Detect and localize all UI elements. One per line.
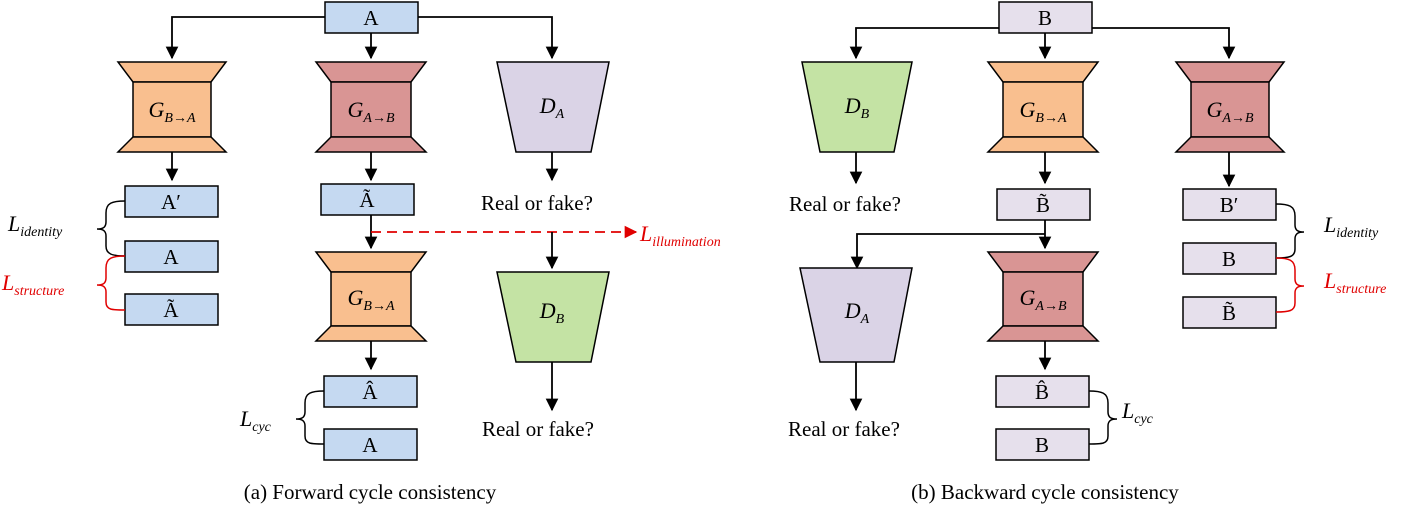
b-real-or-fake-2: Real or fake?	[788, 417, 900, 441]
loss-structure-forward: Lstructure	[1, 270, 64, 299]
structure-brace	[96, 255, 126, 311]
translated-a-left-box	[124, 293, 219, 326]
translated-a-left-label: Ã	[163, 298, 179, 322]
input-b-box	[998, 1, 1093, 34]
cycle-original-b-box	[995, 428, 1090, 461]
discriminator-a-backward: DA	[799, 267, 913, 363]
bdisc1-label: DB	[844, 93, 870, 122]
discriminator-b-backward: DB	[801, 61, 913, 153]
generator-a-to-b-backward-mid: GA→B	[986, 251, 1100, 342]
original-a-label: A	[163, 245, 179, 269]
loss-structure-backward: Lstructure	[1323, 268, 1386, 297]
disc1-label: DA	[539, 93, 565, 122]
translated-b-mid-box	[996, 188, 1091, 221]
original-b-label: B	[1222, 247, 1236, 271]
generator-b-to-a-2: GB→A	[314, 251, 428, 342]
loss-identity-backward: Lidentity	[1323, 212, 1379, 241]
translated-a-mid-box	[320, 183, 415, 216]
backward-panel: B DB GB→A GA→B Real or fake? B̃	[788, 1, 1386, 504]
identity-brace	[96, 200, 126, 257]
gen1-label: GB→A	[149, 97, 196, 126]
reconstructed-a-box	[323, 375, 418, 408]
bgen3-label: GA→B	[1207, 97, 1254, 126]
b-real-or-fake-1: Real or fake?	[789, 192, 901, 216]
cycle-original-b-label: B	[1035, 433, 1049, 457]
translated-a-mid-label: Ã	[359, 188, 375, 212]
original-a-box	[124, 240, 219, 273]
translated-b-right-label: B̃	[1222, 301, 1236, 325]
structure-brace-backward	[1275, 257, 1305, 313]
identity-b-box	[1182, 188, 1277, 221]
generator-b-to-a-backward: GB→A	[986, 61, 1100, 153]
translated-b-mid-label: B̃	[1036, 193, 1050, 217]
forward-caption: (a) Forward cycle consistency	[244, 480, 497, 504]
arrow-b-to-gen3	[1092, 27, 1236, 60]
arrow-translated-b-to-disc2	[850, 233, 1045, 270]
input-a-label: A	[363, 6, 379, 30]
loss-cyc-backward: Lcyc	[1121, 398, 1154, 427]
reconstructed-b-box	[995, 375, 1090, 408]
bgen1-label: GB→A	[1020, 97, 1067, 126]
input-b-label: B	[1038, 6, 1052, 30]
generator-a-to-b-backward-right: GA→B	[1174, 61, 1286, 153]
bgen2-label: GA→B	[1020, 285, 1067, 314]
identity-output-label: A′	[161, 190, 181, 214]
discriminator-b: DB	[496, 271, 610, 363]
loss-cyc-forward: Lcyc	[239, 406, 272, 435]
disc2-label: DB	[539, 298, 565, 327]
identity-b-label: B′	[1220, 193, 1239, 217]
arrow-a-to-gen1	[165, 16, 325, 60]
backward-caption: (b) Backward cycle consistency	[911, 480, 1179, 504]
arrow-b-to-disc1	[849, 27, 999, 60]
discriminator-a: DA	[496, 61, 610, 153]
real-or-fake-2: Real or fake?	[482, 417, 594, 441]
cycle-brace-backward	[1088, 390, 1118, 445]
loss-illumination: Lillumination	[639, 221, 721, 250]
cycle-original-a-label: A	[362, 433, 378, 457]
loss-identity-forward: Lidentity	[7, 211, 63, 240]
reconstructed-b-label: B̂	[1035, 380, 1049, 404]
arrow-a-to-disc1	[418, 16, 559, 60]
cycle-brace-forward	[295, 390, 325, 445]
generator-b-to-a-1: GB→A	[116, 61, 228, 153]
bdisc2-label: DA	[844, 298, 870, 327]
forward-panel: A GB→A GA→B DA A′ A	[1, 1, 721, 504]
gen3-label: GB→A	[348, 285, 395, 314]
real-or-fake-1: Real or fake?	[481, 191, 593, 215]
generator-a-to-b-1: GA→B	[314, 61, 428, 153]
identity-brace-backward	[1275, 203, 1305, 259]
gen2-label: GA→B	[348, 97, 395, 126]
reconstructed-a-label: Â	[362, 380, 378, 404]
